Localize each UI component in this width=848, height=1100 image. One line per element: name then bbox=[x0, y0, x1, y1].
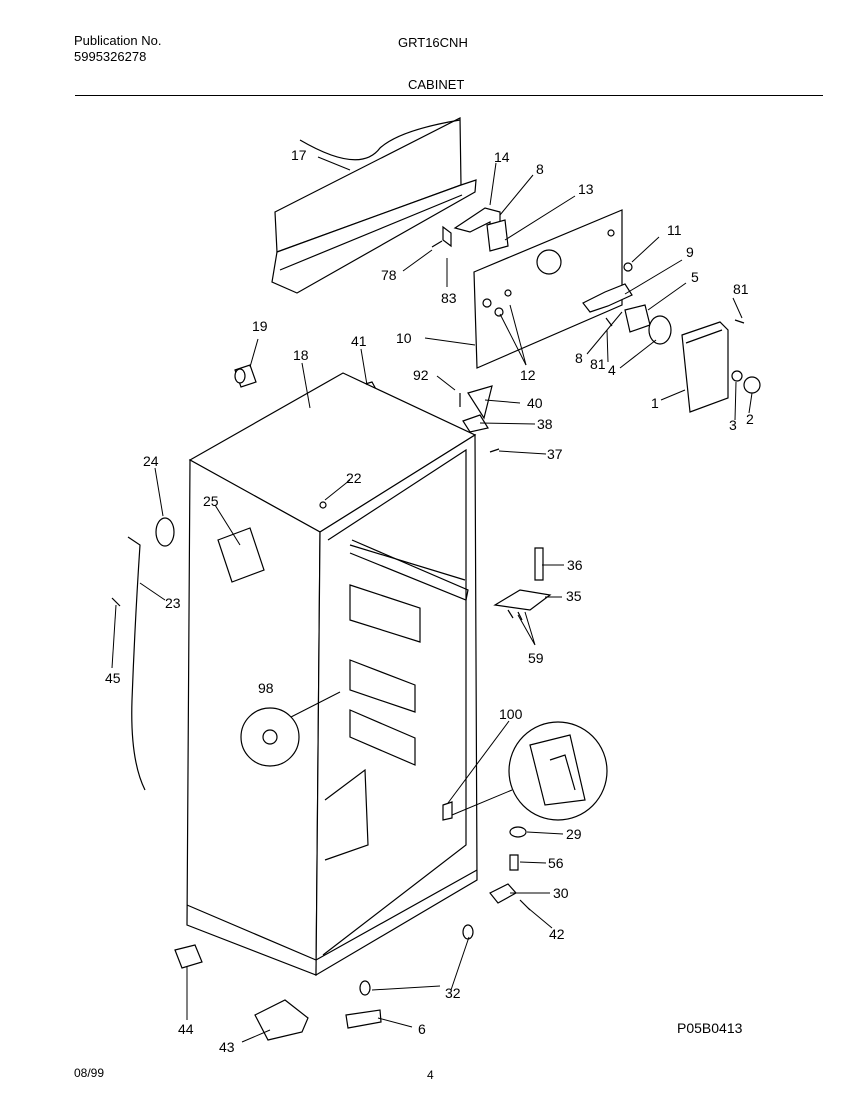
part-11-grommet bbox=[624, 263, 632, 271]
callout-98: 98 bbox=[258, 680, 274, 696]
callout-5: 5 bbox=[691, 269, 699, 285]
part-59-screws bbox=[508, 610, 522, 620]
part-40-hinge bbox=[468, 386, 492, 418]
part-22-plug bbox=[320, 502, 326, 508]
callout-14: 14 bbox=[494, 149, 510, 165]
callout-40: 40 bbox=[527, 395, 543, 411]
part-98-detail bbox=[241, 708, 299, 766]
callout-92: 92 bbox=[413, 367, 429, 383]
callout-13: 13 bbox=[578, 181, 594, 197]
cabinet-body bbox=[187, 373, 477, 975]
callout-81: 81 bbox=[733, 281, 749, 297]
callout-56: 56 bbox=[548, 855, 564, 871]
part-83-clip bbox=[443, 227, 451, 246]
callout-59: 59 bbox=[528, 650, 544, 666]
part-5-light-socket bbox=[625, 305, 650, 332]
part-23-drain-tube bbox=[128, 537, 145, 790]
callout-10: 10 bbox=[396, 330, 412, 346]
part-36-pin bbox=[535, 548, 543, 580]
callout-12: 12 bbox=[520, 367, 536, 383]
footer-date: 08/99 bbox=[74, 1066, 105, 1080]
callout-8-lower: 8 bbox=[575, 350, 583, 366]
callout-38: 38 bbox=[537, 416, 553, 432]
part-1-control-housing bbox=[682, 322, 728, 412]
part-3-bushing bbox=[732, 371, 742, 381]
part-4-knob-disk bbox=[649, 316, 671, 344]
callout-8: 8 bbox=[536, 161, 544, 177]
callout-41: 41 bbox=[351, 333, 367, 349]
callout-81-lower: 81 bbox=[590, 356, 606, 372]
part-25-bracket bbox=[218, 528, 264, 582]
callout-35: 35 bbox=[566, 588, 582, 604]
callout-32: 32 bbox=[445, 985, 461, 1001]
callout-43: 43 bbox=[219, 1039, 235, 1055]
callout-78: 78 bbox=[381, 267, 397, 283]
part-29-washer bbox=[510, 827, 526, 837]
callout-25: 25 bbox=[203, 493, 219, 509]
callout-29: 29 bbox=[566, 826, 582, 842]
callout-30: 30 bbox=[553, 885, 569, 901]
callout-4: 4 bbox=[608, 362, 616, 378]
part-37-pin bbox=[490, 449, 499, 452]
callout-19: 19 bbox=[252, 318, 268, 334]
part-13-switch bbox=[487, 220, 508, 251]
callout-1: 1 bbox=[651, 395, 659, 411]
part-43-foot bbox=[255, 1000, 308, 1040]
part-17-cover bbox=[272, 118, 476, 293]
publication-label: Publication No. bbox=[74, 33, 162, 48]
publication-number: 5995326278 bbox=[74, 49, 147, 64]
callout-22: 22 bbox=[346, 470, 362, 486]
part-45-screw bbox=[112, 598, 120, 606]
callout-23: 23 bbox=[165, 595, 181, 611]
part-6-grille bbox=[346, 1010, 381, 1028]
callout-42: 42 bbox=[549, 926, 565, 942]
callout-6: 6 bbox=[418, 1021, 426, 1037]
callout-2: 2 bbox=[746, 411, 754, 427]
part-10-control-panel bbox=[474, 210, 622, 368]
callout-36: 36 bbox=[567, 557, 583, 573]
callout-100: 100 bbox=[499, 706, 523, 722]
callout-37: 37 bbox=[547, 446, 563, 462]
part-19-plug bbox=[235, 365, 256, 387]
part-38-shim bbox=[463, 415, 488, 432]
part-100-switch bbox=[443, 802, 452, 820]
model-number: GRT16CNH bbox=[398, 35, 468, 50]
callout-9: 9 bbox=[686, 244, 694, 260]
callout-24: 24 bbox=[143, 453, 159, 469]
callout-83: 83 bbox=[441, 290, 457, 306]
section-title: CABINET bbox=[408, 77, 465, 92]
page-number: 4 bbox=[427, 1068, 434, 1082]
part-9-thermostat bbox=[583, 284, 632, 312]
part-100-detail bbox=[509, 722, 607, 820]
callout-45: 45 bbox=[105, 670, 121, 686]
header-divider bbox=[75, 95, 823, 96]
part-32-plug bbox=[463, 925, 473, 939]
part-56-pin bbox=[510, 855, 518, 870]
figure-code: P05B0413 bbox=[677, 1020, 743, 1036]
part-35-hinge bbox=[495, 590, 550, 610]
callout-3: 3 bbox=[729, 417, 737, 433]
part-2-knob bbox=[744, 377, 760, 393]
part-32-plug-b bbox=[360, 981, 370, 995]
callout-18: 18 bbox=[293, 347, 309, 363]
part-44-leveler bbox=[175, 945, 202, 968]
callout-11: 11 bbox=[667, 222, 682, 238]
callout-17: 17 bbox=[291, 147, 307, 163]
part-81-screw bbox=[735, 320, 744, 323]
part-24-grommet bbox=[156, 518, 174, 546]
part-78-screw bbox=[432, 241, 442, 247]
callout-44: 44 bbox=[178, 1021, 194, 1037]
